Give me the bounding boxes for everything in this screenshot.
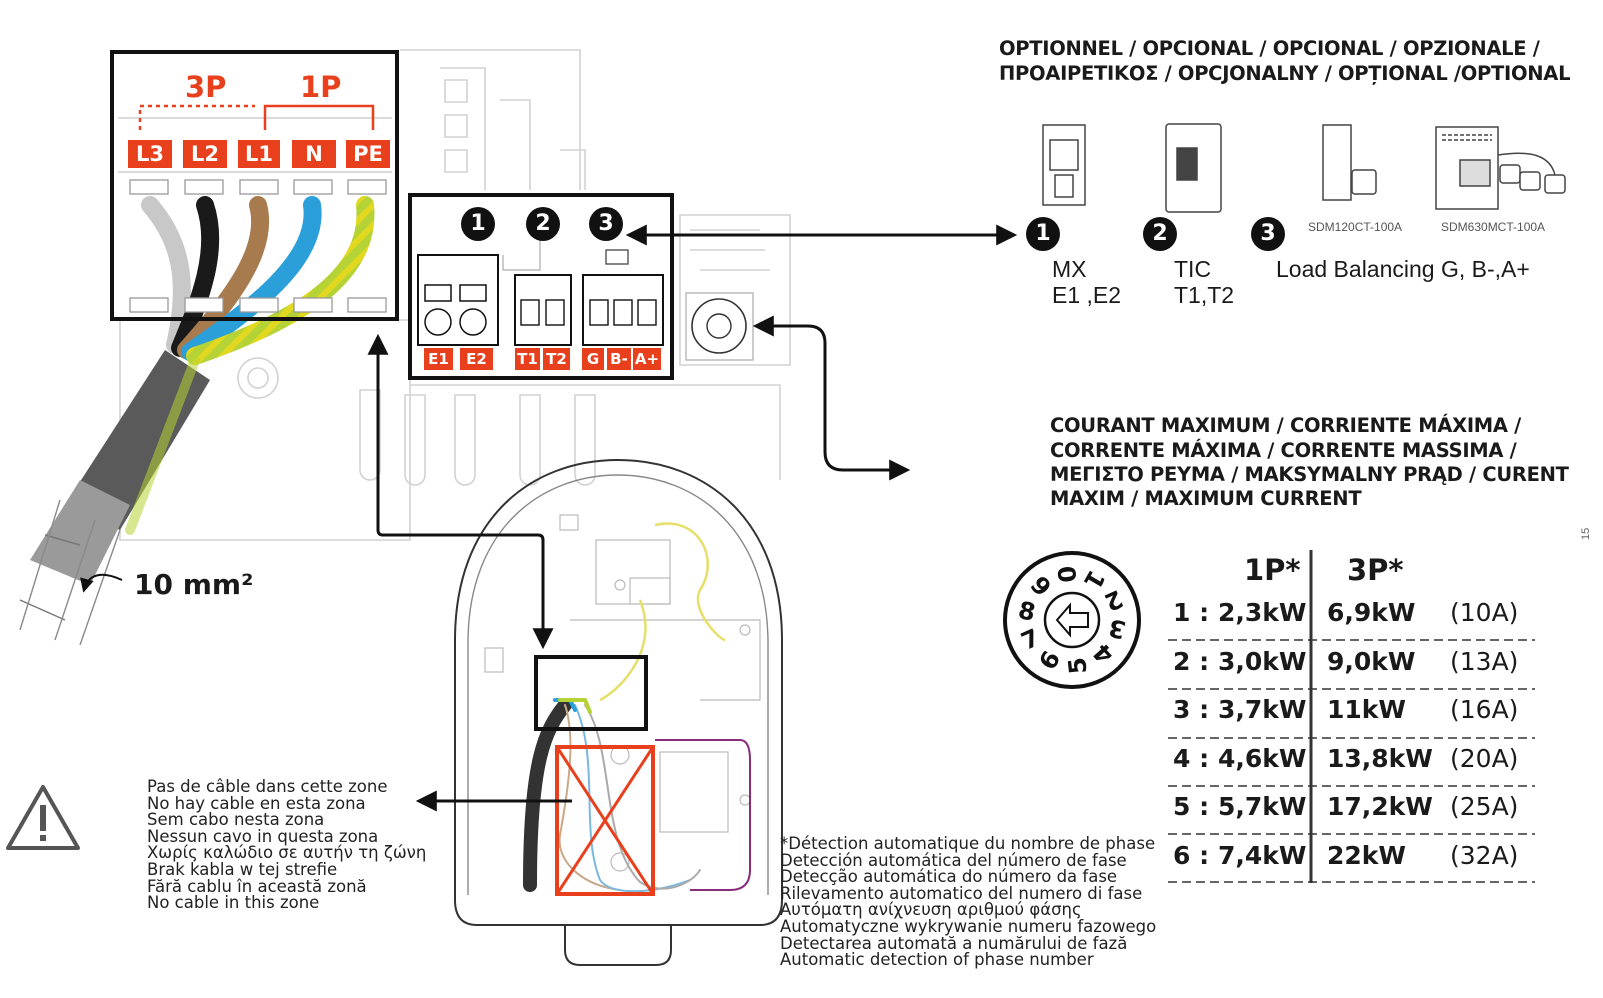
meter-label-sdm120: SDM120CT-100A bbox=[1308, 220, 1403, 234]
phase-detection-text: *Détection automatique du nombre de phas… bbox=[780, 834, 1157, 970]
terminal-l1: L1 bbox=[238, 140, 280, 168]
row-power-1p: 4,6kW bbox=[1218, 743, 1307, 773]
no-cable-line: Sem cabo nesta zona bbox=[147, 810, 325, 830]
phase-detection-line: Detecção automática do número da fase bbox=[780, 867, 1118, 887]
cable-section-label: 10 mm² bbox=[134, 568, 254, 601]
phase-detection-line: Automatic detection of phase number bbox=[780, 950, 1094, 970]
wires bbox=[125, 196, 375, 535]
label-1p: 1P bbox=[300, 70, 342, 104]
row-power-1p: 7,4kW bbox=[1218, 841, 1307, 870]
warning-icon bbox=[6, 785, 80, 850]
row-power-3p: 22kW bbox=[1327, 841, 1406, 870]
terminal-t1: T1 bbox=[515, 348, 540, 370]
row-position: 3 : bbox=[1173, 695, 1210, 725]
row-power-3p: 17,2kW bbox=[1327, 792, 1433, 822]
no-cable-line: No cable in this zone bbox=[147, 893, 320, 913]
no-cable-line: Fără cablu în această zonă bbox=[147, 876, 367, 896]
max-current-header-4: MAXIM / MAXIMUM CURRENT bbox=[1050, 487, 1362, 510]
row-current-amps: (13A) bbox=[1450, 646, 1519, 676]
row-power-3p: 11kW bbox=[1327, 695, 1406, 725]
sdm120ct-meter-icon bbox=[1322, 124, 1377, 201]
row-power-1p: 2,3kW bbox=[1218, 598, 1307, 627]
phase-detection-line: Αυτόματη ανίχνευση αριθμού φάσης bbox=[780, 900, 1082, 920]
terminal-pe: PE bbox=[346, 140, 390, 168]
phase-detection-line: Rilevamento automatico del numero di fas… bbox=[780, 883, 1143, 903]
row-power-1p: 5,7kW bbox=[1218, 792, 1307, 822]
current-table-rules bbox=[1168, 550, 1535, 883]
phase-detection-line: *Détection automatique du nombre de phas… bbox=[780, 834, 1156, 853]
row-position: 1 : bbox=[1173, 598, 1210, 627]
row-position: 4 : bbox=[1173, 743, 1210, 773]
optional-number-1: 1 bbox=[1026, 217, 1060, 251]
row-current-amps: (16A) bbox=[1450, 695, 1519, 725]
control-number-3: 3 bbox=[589, 207, 623, 241]
max-current-header-3: ΜΕΓΙΣΤΟ ΡΕΥΜΑ / MAKSYMALNY PRĄD / CURENT bbox=[1050, 463, 1569, 486]
row-power-3p: 13,8kW bbox=[1327, 743, 1433, 773]
optional-load-balancing: Load Balancing G, B-,A+ bbox=[1276, 256, 1530, 282]
no-cable-line: Nessun cavo in questa zona bbox=[147, 826, 379, 846]
optional-header-line1: OPTIONNEL / OPCIONAL / OPCIONAL / OPZION… bbox=[999, 37, 1540, 60]
no-cable-line: Pas de câble dans cette zone bbox=[147, 777, 388, 796]
phase-detection-line: Automatyczne wykrywanie numeru fazowego bbox=[780, 916, 1157, 936]
no-cable-zone bbox=[555, 745, 655, 896]
dial-digit: 0 bbox=[1051, 565, 1081, 585]
no-cable-line: Brak kabla w tej strefie bbox=[147, 859, 338, 879]
label-3p: 3P bbox=[185, 70, 227, 104]
terminal-b-minus: B- bbox=[607, 348, 631, 370]
no-cable-zone-text: Pas de câble dans cette zone No hay cabl… bbox=[147, 777, 427, 913]
terminal-l2: L2 bbox=[183, 140, 227, 168]
row-position: 2 : bbox=[1173, 646, 1210, 676]
row-power-3p: 9,0kW bbox=[1327, 646, 1416, 676]
row-position: 6 : bbox=[1173, 841, 1210, 870]
optional-tic-name: TIC bbox=[1174, 256, 1212, 282]
optional-number-2: 2 bbox=[1143, 217, 1177, 251]
row-current-amps: (20A) bbox=[1450, 743, 1519, 773]
mx-breaker-icon bbox=[1042, 124, 1086, 206]
rotary-switch-board bbox=[685, 292, 754, 361]
terminal-a-plus: A+ bbox=[633, 348, 661, 370]
col-header-3p: 3P* bbox=[1347, 553, 1404, 587]
row-power-1p: 3,0kW bbox=[1218, 646, 1307, 676]
optional-mx-terminals: E1 ,E2 bbox=[1052, 282, 1122, 308]
optional-number-3: 3 bbox=[1251, 217, 1285, 251]
dial-digit: 5 bbox=[1063, 656, 1093, 676]
row-current-amps: (10A) bbox=[1450, 598, 1519, 627]
terminal-e2: E2 bbox=[460, 348, 493, 370]
main-cable bbox=[19, 350, 210, 646]
row-power-3p: 6,9kW bbox=[1327, 598, 1416, 627]
max-current-header-1: COURANT MAXIMUM / CORRIENTE MÁXIMA / bbox=[1050, 414, 1521, 437]
control-number-2: 2 bbox=[526, 207, 560, 241]
tic-meter-icon bbox=[1165, 123, 1222, 213]
terminal-t2: T2 bbox=[543, 348, 570, 370]
terminal-n: N bbox=[292, 140, 336, 168]
col-header-1p: 1P* bbox=[1244, 553, 1301, 587]
no-cable-line: No hay cable en esta zona bbox=[147, 793, 366, 813]
optional-header-line2: ΠΡΟΑΙΡΕΤΙΚΟΣ / OPCJONALNY / OPȚIONAL /OP… bbox=[999, 62, 1571, 85]
terminal-e1: E1 bbox=[424, 348, 453, 370]
row-current-amps: (25A) bbox=[1450, 792, 1519, 822]
terminal-l3: L3 bbox=[128, 140, 172, 168]
dial-digit: 3 bbox=[1106, 613, 1128, 644]
phase-detection-line: Detección automática del número de fase bbox=[780, 850, 1127, 870]
connector-arrows bbox=[80, 224, 1018, 812]
max-current-header-2: CORRENTE MÁXIMA / CORRENTE MASSIMA / bbox=[1050, 439, 1517, 462]
sdm630mct-meter-icon bbox=[1435, 126, 1566, 210]
row-power-1p: 3,7kW bbox=[1218, 695, 1307, 725]
terminal-block-frame bbox=[110, 50, 399, 321]
no-cable-line: Χωρίς καλώδιο σε αυτήν τη ζώνη bbox=[147, 843, 427, 863]
optional-tic-terminals: T1,T2 bbox=[1174, 282, 1235, 308]
control-number-1: 1 bbox=[461, 207, 495, 241]
dial-digit: 8 bbox=[1016, 596, 1038, 627]
rotary-dial-icon bbox=[1003, 551, 1141, 689]
wallbox-terminal-zoom-box bbox=[534, 655, 648, 731]
optional-mx-name: MX bbox=[1052, 256, 1087, 282]
phase-detection-line: Detectarea automată a numărului de fază bbox=[780, 933, 1128, 953]
meter-label-sdm630: SDM630MCT-100A bbox=[1441, 220, 1546, 234]
terminal-g: G bbox=[582, 348, 604, 370]
row-position: 5 : bbox=[1173, 792, 1210, 822]
row-current-amps: (32A) bbox=[1450, 841, 1519, 870]
page-number: 15 bbox=[1580, 527, 1592, 540]
